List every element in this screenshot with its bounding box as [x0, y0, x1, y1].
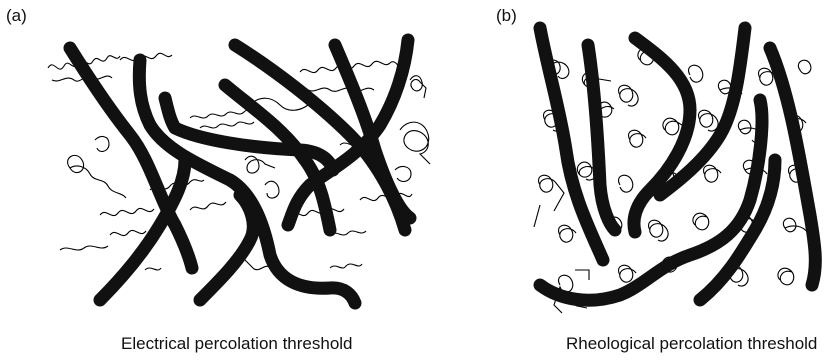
polymer-chain	[190, 202, 226, 210]
panel-b-fibers	[540, 28, 815, 300]
polymer-chain	[245, 156, 275, 173]
polymer-chain	[395, 167, 411, 182]
polymer-coil	[689, 65, 703, 82]
fiber	[588, 45, 615, 230]
polymer-chain	[400, 122, 430, 164]
polymer-coil	[629, 130, 646, 147]
panel-a-fibers	[70, 40, 410, 303]
polymer-chain	[308, 88, 374, 91]
polymer-chain	[265, 181, 279, 198]
polymer-coil	[783, 218, 807, 232]
polymer-coil	[619, 175, 633, 192]
polymer-coil	[649, 220, 669, 241]
polymer-coil	[619, 85, 639, 106]
polymer-chain	[200, 122, 254, 128]
polymer-coil	[693, 213, 709, 230]
polymer-chain	[410, 76, 426, 98]
polymer-chain	[145, 268, 161, 270]
polymer-chain	[60, 246, 108, 250]
polymer-chain	[100, 208, 154, 215]
polymer-chain	[330, 264, 362, 268]
panel-a-caption: Electrical percolation threshold	[121, 334, 353, 354]
fiber	[200, 195, 253, 300]
polymer-chain	[68, 155, 126, 198]
polymer-coil	[704, 165, 721, 182]
polymer-coil	[559, 225, 576, 242]
polymer-coil	[798, 60, 811, 74]
polymer-coil	[539, 175, 564, 211]
polymer-coil	[778, 268, 794, 285]
polymer-chain	[110, 230, 146, 235]
panel-b-caption: Rheological percolation threshold	[566, 334, 817, 354]
polymer-coil	[619, 265, 636, 282]
polymer-coil	[699, 110, 719, 131]
fiber	[70, 48, 192, 268]
polymer-chain	[95, 137, 109, 152]
